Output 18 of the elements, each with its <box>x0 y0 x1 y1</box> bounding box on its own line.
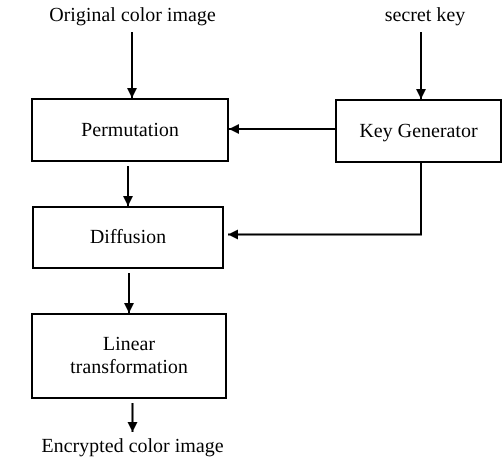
input-label: Original color image <box>49 4 216 26</box>
process-box <box>31 313 227 399</box>
process-box <box>335 99 502 163</box>
process-box <box>31 98 229 162</box>
arrow <box>416 32 426 99</box>
arrow <box>228 163 422 240</box>
arrow <box>229 124 335 134</box>
arrow <box>123 166 133 206</box>
box-label: Diffusion <box>88 226 168 249</box>
arrow <box>127 32 137 98</box>
process-box <box>32 206 224 269</box>
output-label: Encrypted color image <box>41 434 224 458</box>
box-label: Key Generator <box>358 120 479 142</box>
box-label: Linear transformation <box>69 333 189 379</box>
arrow <box>128 403 138 432</box>
input-label: secret key <box>384 4 466 26</box>
arrow <box>124 273 134 313</box>
box-label: Permutation <box>80 118 180 142</box>
